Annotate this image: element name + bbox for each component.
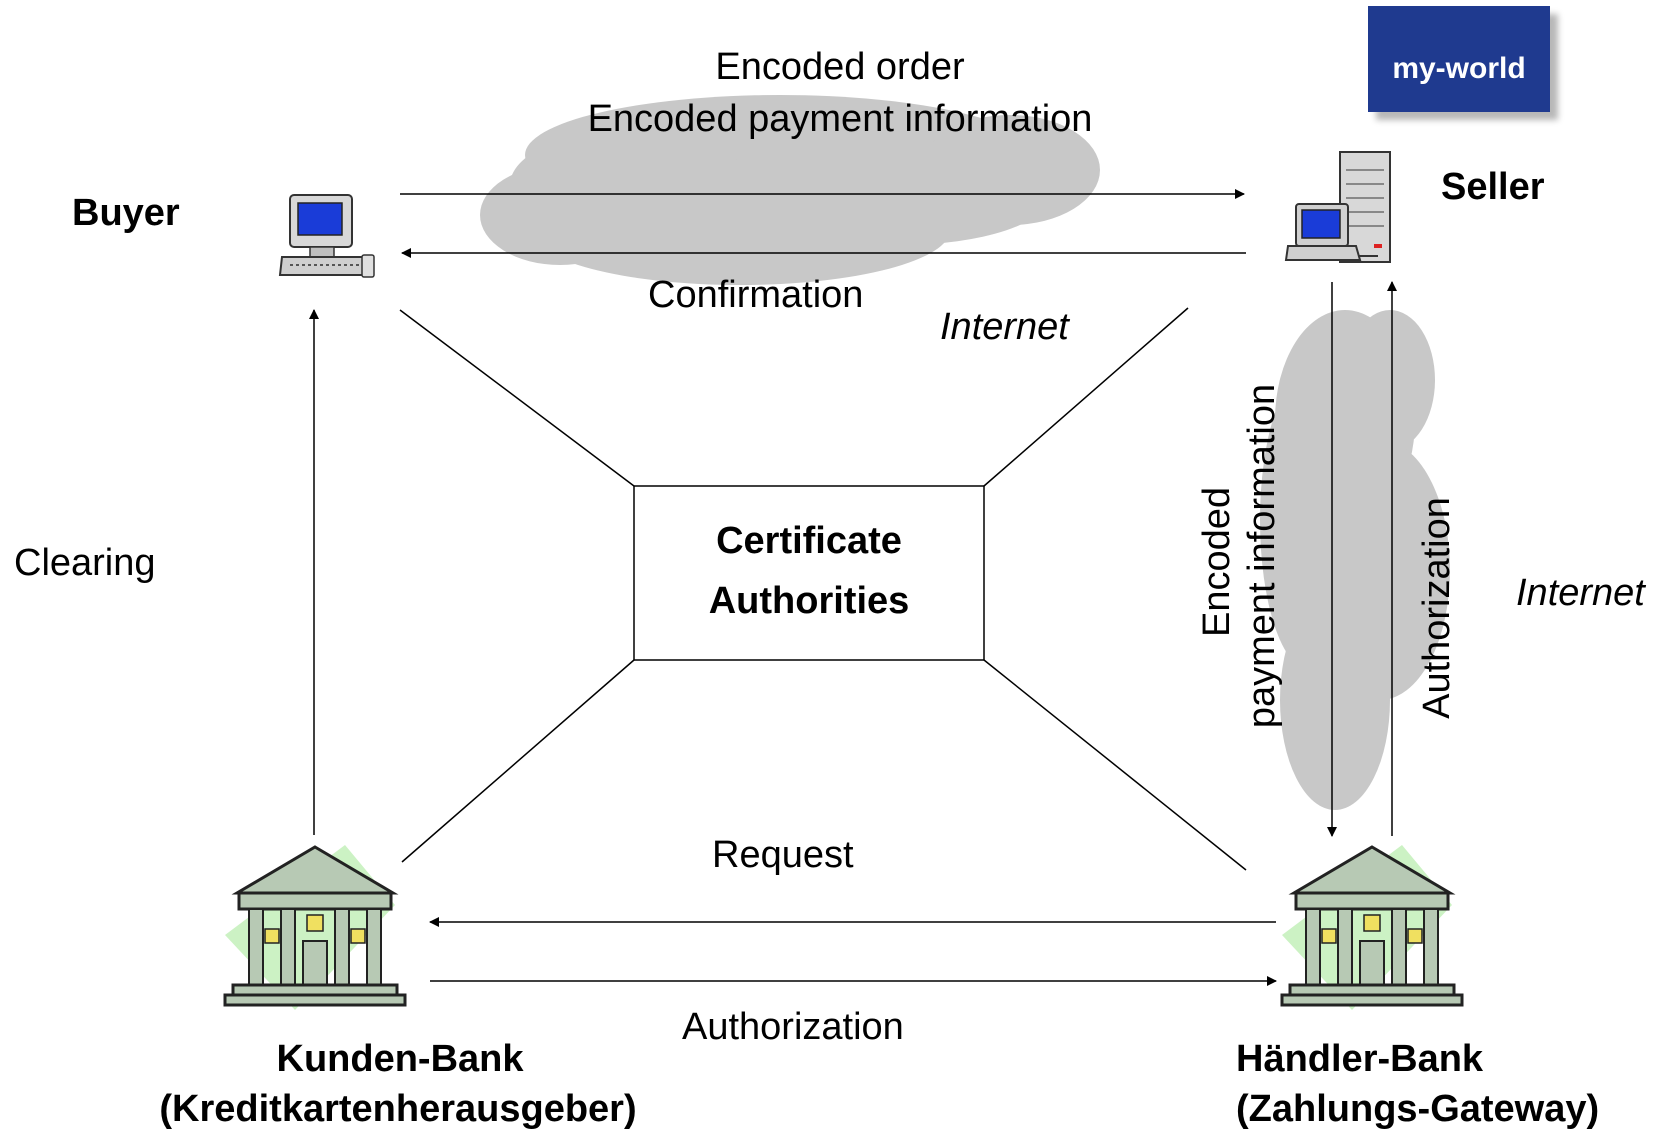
node-ca-line1: Certificate (716, 520, 902, 562)
cloud-right (1260, 310, 1450, 810)
connector-merchant-bank-ca (983, 659, 1247, 871)
label-authorization-right: Authorization (1416, 497, 1458, 719)
label-order-line2: Encoded payment information (587, 98, 1093, 140)
merchant-bank-icon (1280, 845, 1464, 1010)
label-confirmation: Confirmation (648, 274, 864, 316)
cloud-top (480, 95, 1100, 285)
seller-server-icon (1284, 151, 1391, 263)
node-merchant-bank-line1: Händler-Bank (1236, 1038, 1484, 1080)
customer-bank-icon (223, 845, 407, 1010)
node-merchant-bank-line2: (Zahlungs-Gateway) (1236, 1088, 1600, 1130)
node-customer-bank-line1: Kunden-Bank (276, 1038, 524, 1080)
node-buyer-label: Buyer (72, 192, 180, 234)
label-internet-right: Internet (1516, 572, 1645, 614)
connector-seller-ca (983, 307, 1189, 487)
connector-buyer-ca (399, 309, 635, 487)
label-encoded-line1: Encoded (1196, 487, 1238, 637)
node-seller-label: Seller (1441, 166, 1545, 208)
label-authorization-bottom: Authorization (682, 1006, 904, 1048)
label-clearing: Clearing (14, 542, 156, 584)
label-encoded-line2: payment information (1241, 384, 1283, 728)
certificate-authority-box (633, 485, 985, 661)
node-ca-line2: Authorities (708, 580, 910, 622)
node-customer-bank-line2: (Kreditkartenherausgeber) (159, 1088, 637, 1130)
buyer-computer-icon (278, 194, 375, 278)
connector-customer-bank-ca (401, 659, 635, 863)
label-request: Request (712, 834, 854, 876)
label-internet-top: Internet (940, 306, 1069, 348)
label-order-line1: Encoded order (715, 46, 965, 88)
logo-text: my-world (1392, 52, 1526, 85)
my-world-logo: my-world (1368, 6, 1550, 112)
